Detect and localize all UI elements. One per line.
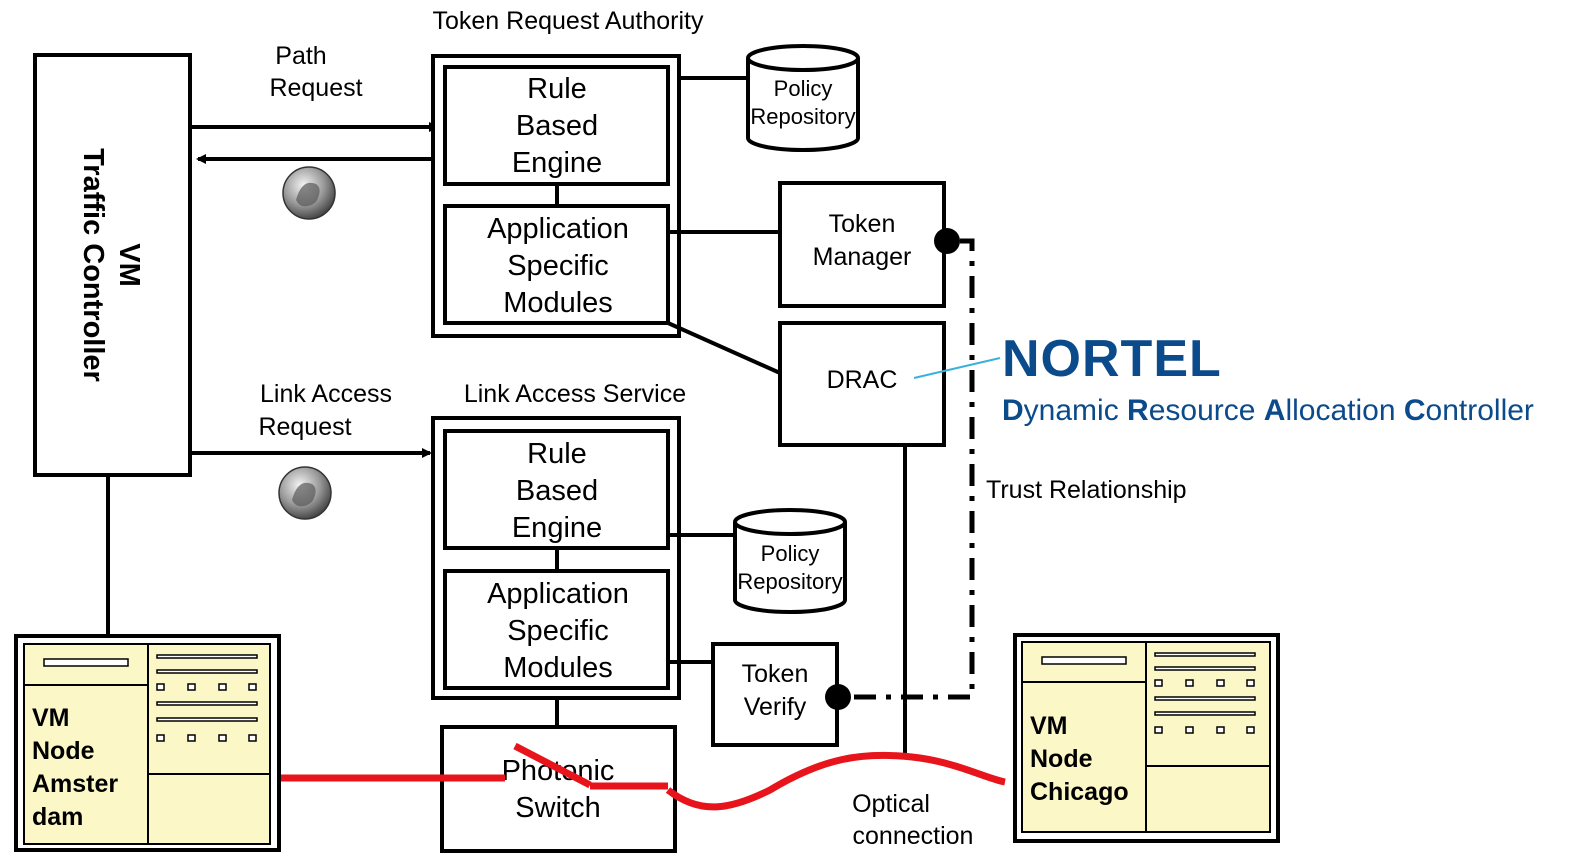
token-verify-port <box>825 684 851 710</box>
las-policy-repository-icon <box>733 508 847 614</box>
las-rule-engine-1: Rule <box>527 438 587 470</box>
tagline-initial-d: D <box>1002 394 1024 427</box>
link-access-label-1: Link Access <box>260 380 392 408</box>
vm-controller-title: VM <box>113 243 145 287</box>
tagline-rest-r: esource <box>1149 394 1264 427</box>
token-verify-label-1: Token <box>742 660 809 688</box>
chicago-label-2: Node <box>1030 745 1093 773</box>
token-manager-label-2: Manager <box>813 243 912 271</box>
photonic-switch-label-2: Switch <box>515 792 600 824</box>
drac-box <box>778 321 946 447</box>
drac-label: DRAC <box>827 366 898 394</box>
amsterdam-label-4: dam <box>32 803 83 831</box>
las-policy-label-1: Policy <box>761 541 820 566</box>
nortel-logo-text: NORTEL <box>1002 330 1222 388</box>
tra-rule-engine-1: Rule <box>527 73 587 105</box>
optical-connection-label-1: Optical <box>852 790 930 818</box>
optical-connection-label-2: connection <box>853 822 974 850</box>
tra-rule-engine-3: Engine <box>512 147 602 179</box>
vm-node-chicago <box>1013 633 1280 843</box>
tra-app-modules-3: Modules <box>503 287 613 319</box>
amsterdam-label-1: VM <box>32 704 70 732</box>
tagline-rest-d: ynamic <box>1024 394 1127 427</box>
coin-icon <box>282 166 336 220</box>
trust-relationship-label: Trust Relationship <box>986 476 1187 504</box>
coin-icon <box>278 466 332 520</box>
las-app-modules-1: Application <box>487 578 629 610</box>
nortel-logo: NORTEL <box>1002 330 1222 388</box>
token-manager-box <box>778 181 946 308</box>
token-verify-label-2: Verify <box>744 693 807 721</box>
tagline-rest-c: ontroller <box>1426 394 1534 427</box>
las-rule-engine-2: Based <box>516 475 598 507</box>
vm-controller-subtitle: Traffic Controller <box>77 148 109 382</box>
tra-policy-repository-icon <box>746 44 860 152</box>
las-title: Link Access Service <box>464 380 686 408</box>
token-manager-port <box>934 228 960 254</box>
tra-rule-engine-2: Based <box>516 110 598 142</box>
optical-link <box>270 742 1006 811</box>
nortel-tagline: Dynamic Resource Allocation Controller <box>1002 394 1534 427</box>
amsterdam-label-3: Amster <box>32 770 118 798</box>
trust-relationship-line <box>848 238 975 700</box>
tra-policy-label-2: Repository <box>750 104 855 129</box>
vm-traffic-controller: VM Traffic Controller <box>33 53 192 477</box>
tagline-initial-c: C <box>1404 394 1426 427</box>
drac-nortel-link <box>913 357 1001 379</box>
chicago-label-1: VM <box>1030 712 1068 740</box>
amsterdam-label-2: Node <box>32 737 95 765</box>
link-access-label-2: Request <box>258 413 351 441</box>
token-request-authority <box>431 54 681 338</box>
chicago-label-3: Chicago <box>1030 778 1129 806</box>
path-request-label-2: Request <box>269 74 362 102</box>
path-request-label-1: Path <box>275 42 326 70</box>
token-manager-label-1: Token <box>829 210 896 238</box>
las-app-modules-3: Modules <box>503 652 613 684</box>
las-policy-label-2: Repository <box>737 569 842 594</box>
token-verify-box <box>711 642 839 747</box>
tra-app-modules-1: Application <box>487 213 629 245</box>
tra-policy-label-1: Policy <box>774 76 833 101</box>
path-request-arrows <box>190 122 443 164</box>
tra-app-modules-2: Specific <box>507 250 609 282</box>
tagline-initial-a: A <box>1264 394 1286 427</box>
vm-node-amsterdam <box>14 634 281 852</box>
las-rule-engine-3: Engine <box>512 512 602 544</box>
las-app-modules-2: Specific <box>507 615 609 647</box>
tagline-rest-a: llocation <box>1285 394 1403 427</box>
link-access-service <box>431 416 681 700</box>
tra-title: Token Request Authority <box>433 7 704 35</box>
tagline-initial-r: R <box>1127 394 1149 427</box>
